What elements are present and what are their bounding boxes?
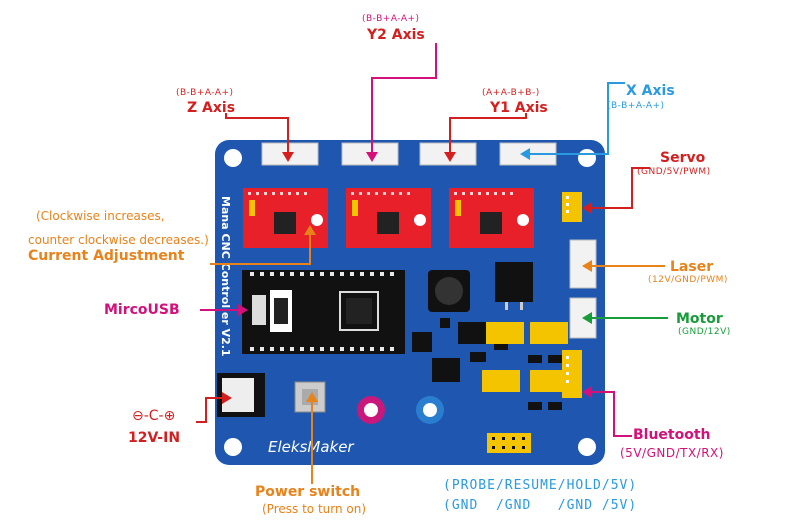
yellow-components [482, 322, 568, 392]
mount-hole [578, 149, 596, 167]
regulator [495, 262, 533, 302]
board-name: Mana CNC Controller V2.1 [219, 196, 232, 357]
stepper-driver-y1 [449, 188, 534, 248]
current-note-1: (Clockwise increases, [36, 209, 165, 223]
x-title: X Axis [626, 83, 675, 99]
z-title: Z Axis [187, 100, 236, 116]
servo-header [562, 192, 582, 222]
bluetooth-header [562, 350, 582, 398]
x-sequence: (B-B+A-A+) [607, 101, 665, 111]
y2-sequence: (B-B+A-A+) [362, 14, 420, 24]
y2-title: Y2 Axis [367, 27, 425, 43]
y2-leader [371, 43, 437, 156]
current-title: Current Adjustment [28, 248, 185, 264]
current-leader [210, 232, 311, 265]
power-switch-sub: (Press to turn on) [262, 502, 367, 516]
z-sequence: (B-B+A-A+) [176, 88, 234, 98]
small-resistors [528, 355, 562, 410]
laser-connector [569, 239, 597, 289]
probe-pins-line1: (PROBE/RESUME/HOLD/5V) [443, 478, 638, 493]
mount-hole [578, 438, 596, 456]
probe-pins-line2: (GND /GND /GND /5V) [443, 498, 638, 513]
power-switch-title: Power switch [255, 484, 361, 500]
motor-pins: (GND/12V) [678, 327, 731, 337]
polarity-symbol: ⊖-C-⊕ [132, 408, 176, 424]
y1-leader [449, 113, 527, 156]
servo-leader [590, 167, 650, 209]
servo-title: Servo [660, 150, 706, 166]
stepper-driver-y2 [346, 188, 431, 248]
current-note-2: counter clockwise decreases.) [28, 233, 209, 247]
bluetooth-pins: (5V/GND/TX/RX) [620, 446, 724, 460]
stepper-driver-z [243, 188, 328, 248]
laser-pins: (12V/GND/PWM) [648, 275, 728, 285]
power-in-leader [196, 397, 224, 423]
z-leader [225, 113, 289, 156]
bluetooth-leader [590, 391, 632, 437]
laser-title: Laser [670, 259, 714, 275]
y1-title: Y1 Axis [490, 100, 548, 116]
power-in-title: 12V-IN [128, 430, 181, 446]
mount-hole [224, 438, 242, 456]
motor-title: Motor [676, 311, 723, 327]
y1-sequence: (A+A-B+B-) [482, 88, 540, 98]
servo-pins: (GND/5V/PWM) [637, 167, 711, 177]
probe-header [487, 433, 531, 453]
arduino-nano [242, 270, 405, 354]
x-leader [528, 82, 625, 155]
smd-components [412, 318, 508, 382]
usb-title: MircoUSB [104, 302, 180, 318]
mount-hole [224, 149, 242, 167]
bluetooth-title: Bluetooth [633, 427, 711, 443]
